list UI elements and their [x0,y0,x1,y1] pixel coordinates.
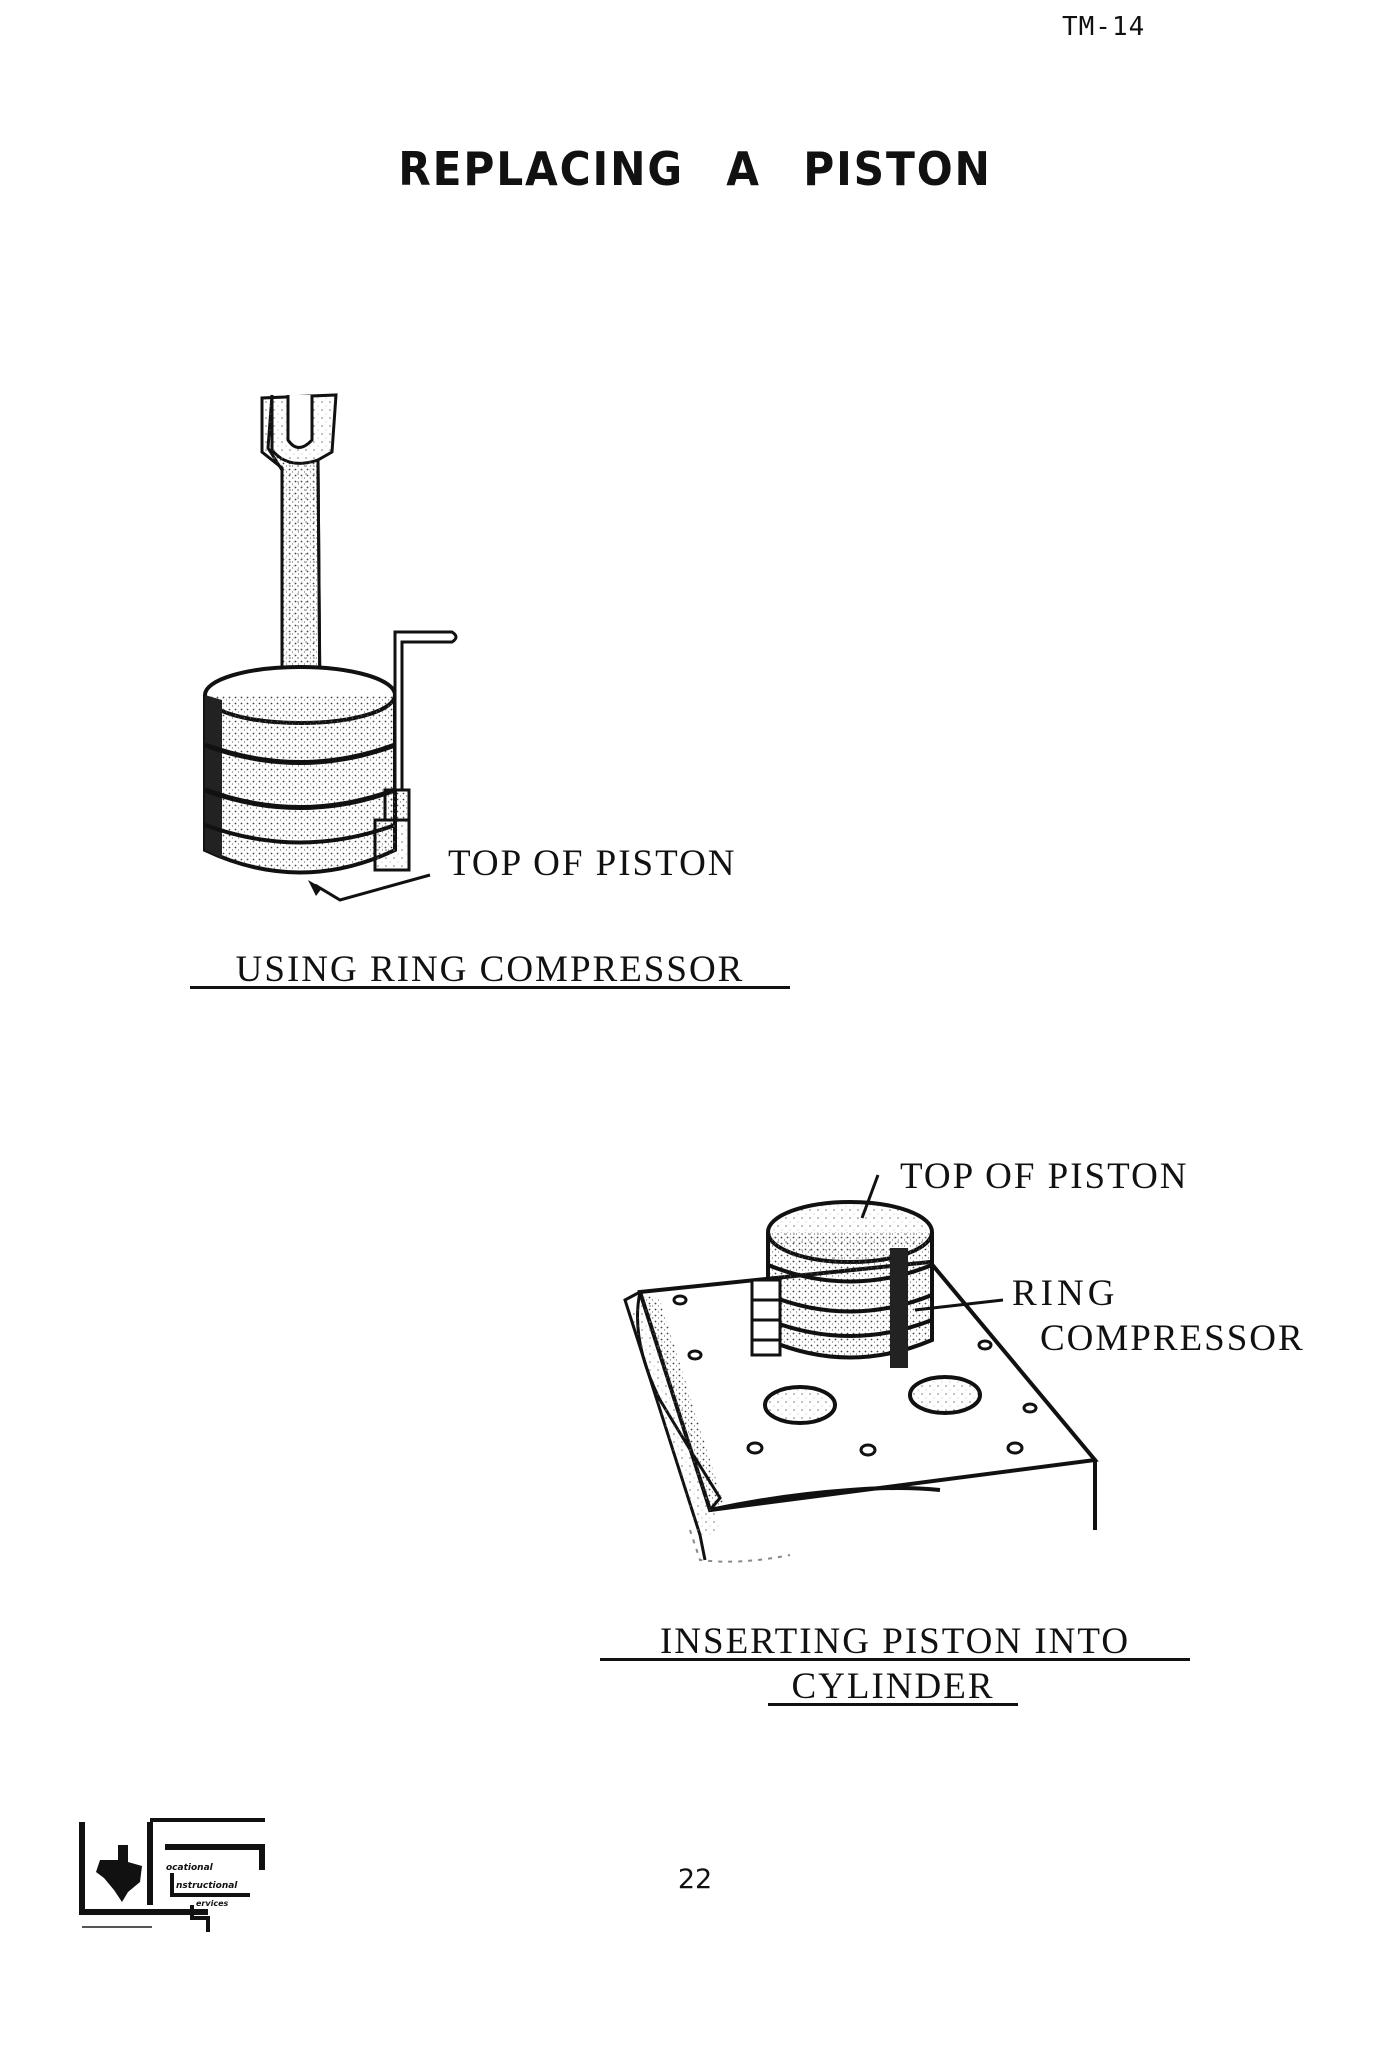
fig1-callout-top-of-piston: TOP OF PISTON [448,843,737,884]
page-number: 22 [677,1864,713,1895]
logo-line-1: ocational [166,1863,214,1873]
page-title: REPLACING A PISTON [398,142,992,196]
fig1-caption: USING RING COMPRESSOR [235,949,745,990]
ring-compressor-illustration [203,393,458,902]
logo-line-2: nstructional [176,1881,238,1891]
fig2-caption-line2: CYLINDER [791,1666,995,1707]
engine-block-illustration [623,1174,1099,1563]
vocational-services-logo: ocational nstructional ervices [79,1818,265,1932]
fig2-callout-ring: RING [1012,1273,1119,1314]
fig2-callout-top-of-piston: TOP OF PISTON [900,1156,1189,1197]
fig2-caption-line1: INSERTING PISTON INTO [659,1621,1131,1662]
document-id: TM-14 [1062,12,1146,42]
fig2-callout-compressor: COMPRESSOR [1040,1318,1305,1359]
logo-line-3: ervices [196,1899,228,1908]
